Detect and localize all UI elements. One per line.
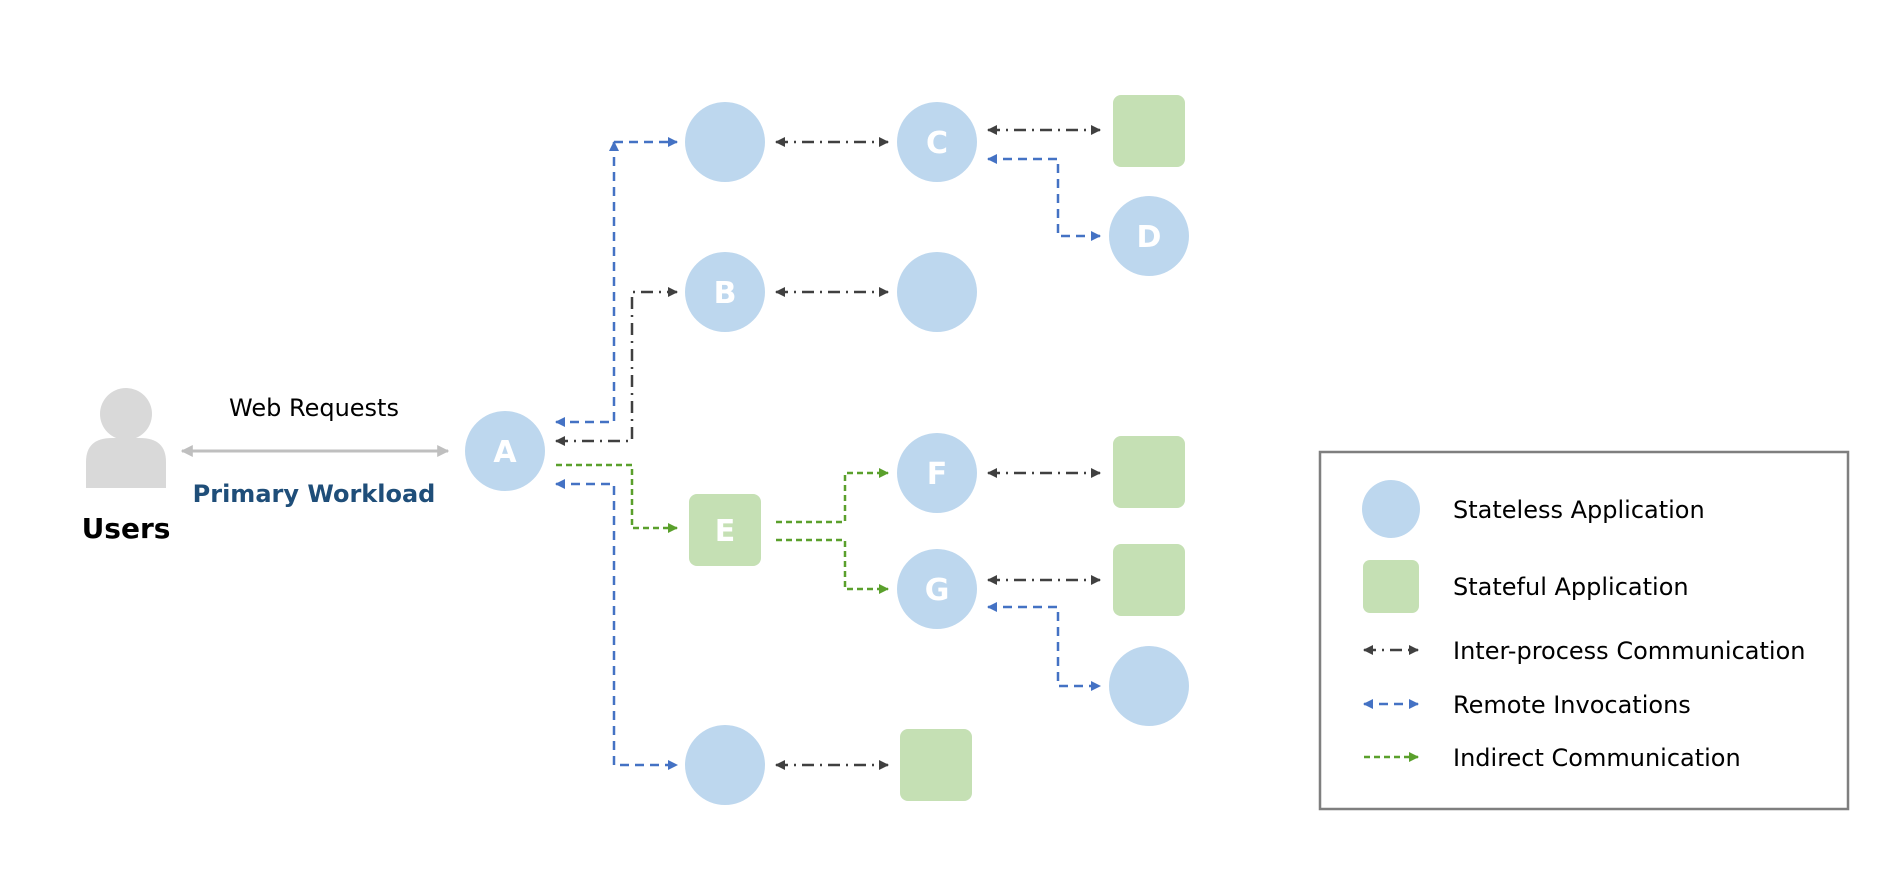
legend-stateless-label: Stateless Application [1453,496,1705,524]
node-a [465,411,545,491]
primary-workload-label: Primary Workload [193,480,436,508]
node-e-label: E [715,514,736,549]
node-e [689,494,761,566]
stateful-bottom [900,729,972,801]
stateful-g [1113,544,1185,616]
edge-a-bottom [555,479,678,770]
node-d [1109,196,1189,276]
node-c-label: C [926,126,948,161]
legend-stateless-icon [1362,480,1420,538]
user-icon [86,388,166,488]
node-g-label: G [925,573,950,608]
legend-remote-label: Remote Invocations [1453,691,1691,719]
users-label: Users [82,512,171,545]
node-d-label: D [1137,220,1162,255]
node-top-left [685,102,765,182]
edge-a-b [555,287,678,446]
stateful-f [1113,436,1185,508]
legend-stateful-label: Stateful Application [1453,573,1689,601]
edge-c-d [987,154,1101,241]
ipc-edges [555,125,1101,770]
node-c [897,102,977,182]
node-b-right [897,252,977,332]
legend-stateful-icon [1363,560,1419,613]
legend: Stateless Application Stateful Applicati… [1318,450,1850,811]
legend-box [1318,450,1850,811]
legend-ipc-label: Inter-process Communication [1453,637,1805,665]
edge-e-g [776,538,889,594]
web-requests-label: Web Requests [229,394,399,422]
node-a-label: A [493,435,517,470]
node-b-label: B [714,276,737,311]
stateful-c [1113,95,1185,167]
edge-a-top [555,141,619,427]
node-g [897,549,977,629]
legend-indirect-label: Indirect Communication [1453,744,1741,772]
edge-a-e [556,463,678,533]
node-f-label: F [927,457,948,492]
edge-g-bottom [987,602,1101,691]
indirect-edges [556,463,889,594]
node-b [685,252,765,332]
node-g-bottom [1109,646,1189,726]
node-bottom [685,725,765,805]
edge-e-f [776,468,889,524]
node-f [897,433,977,513]
remote-invocation-edges [555,141,1101,770]
